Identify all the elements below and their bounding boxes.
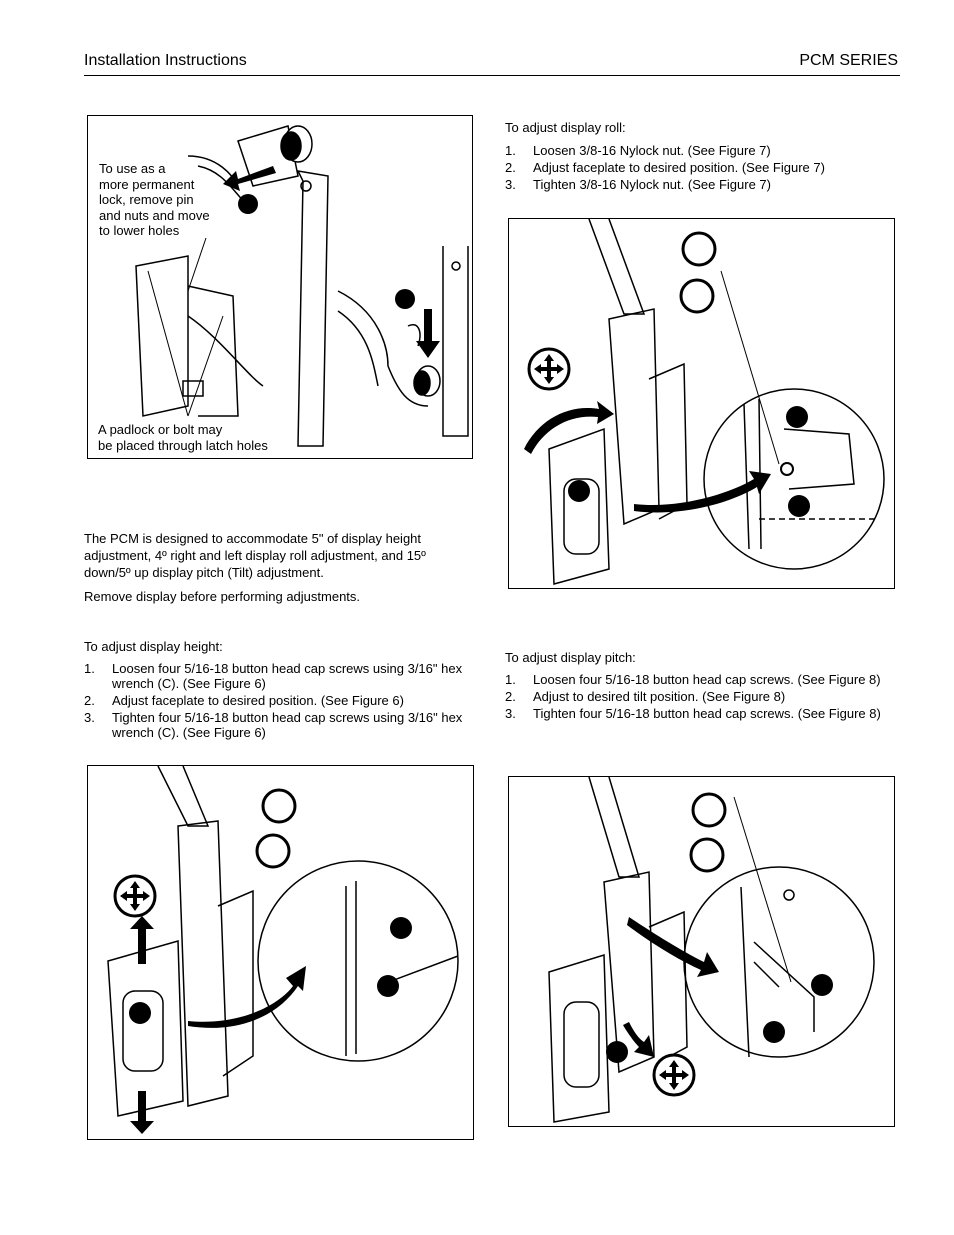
pitch-illustration xyxy=(548,777,875,1123)
intro-paragraph: The PCM is designed to accommodate 5" of… xyxy=(84,531,426,580)
pitch-title: To adjust display pitch: xyxy=(505,650,636,665)
latch-illustration xyxy=(135,125,469,447)
intro-remove-display: Remove display before performing adjustm… xyxy=(84,589,361,604)
height-illustration xyxy=(107,766,459,1134)
roll-title: To adjust display roll: xyxy=(505,120,626,135)
list-item: 1.Loosen four 5/16-18 button head cap sc… xyxy=(505,672,881,687)
list-item: 2.Adjust faceplate to desired position. … xyxy=(505,160,825,175)
intro-text: The PCM is designed to accommodate 5" of… xyxy=(84,530,464,605)
callout-padlock: A padlock or bolt may be placed through … xyxy=(98,422,268,453)
list-item: 1.Loosen 3/8-16 Nylock nut. (See Figure … xyxy=(505,143,771,158)
list-item: 3.Tighten four 5/16-18 button head cap s… xyxy=(505,706,881,721)
header-series: PCM SERIES xyxy=(799,52,898,69)
figure-latch xyxy=(87,115,473,459)
pitch-steps: 1.Loosen four 5/16-18 button head cap sc… xyxy=(505,672,900,723)
figure-7 xyxy=(508,218,895,589)
figure-8 xyxy=(508,776,895,1127)
list-item: 3.Tighten four 5/16-18 button head cap s… xyxy=(84,710,463,740)
list-item: 2.Adjust faceplate to desired position. … xyxy=(84,693,404,708)
callout-pin: To use as a more permanent lock, remove … xyxy=(99,161,210,238)
list-item: 2.Adjust to desired tilt position. (See … xyxy=(505,689,786,704)
figure-6 xyxy=(87,765,474,1140)
roll-steps: 1.Loosen 3/8-16 Nylock nut. (See Figure … xyxy=(505,143,900,194)
header-rule xyxy=(84,75,900,76)
header-title: Installation Instructions xyxy=(84,52,247,69)
height-title: To adjust display height: xyxy=(84,639,223,654)
list-item: 1.Loosen four 5/16-18 button head cap sc… xyxy=(84,661,463,691)
height-steps: 1.Loosen four 5/16-18 button head cap sc… xyxy=(84,661,469,742)
list-item: 3.Tighten 3/8-16 Nylock nut. (See Figure… xyxy=(505,177,771,192)
roll-illustration xyxy=(524,219,885,585)
